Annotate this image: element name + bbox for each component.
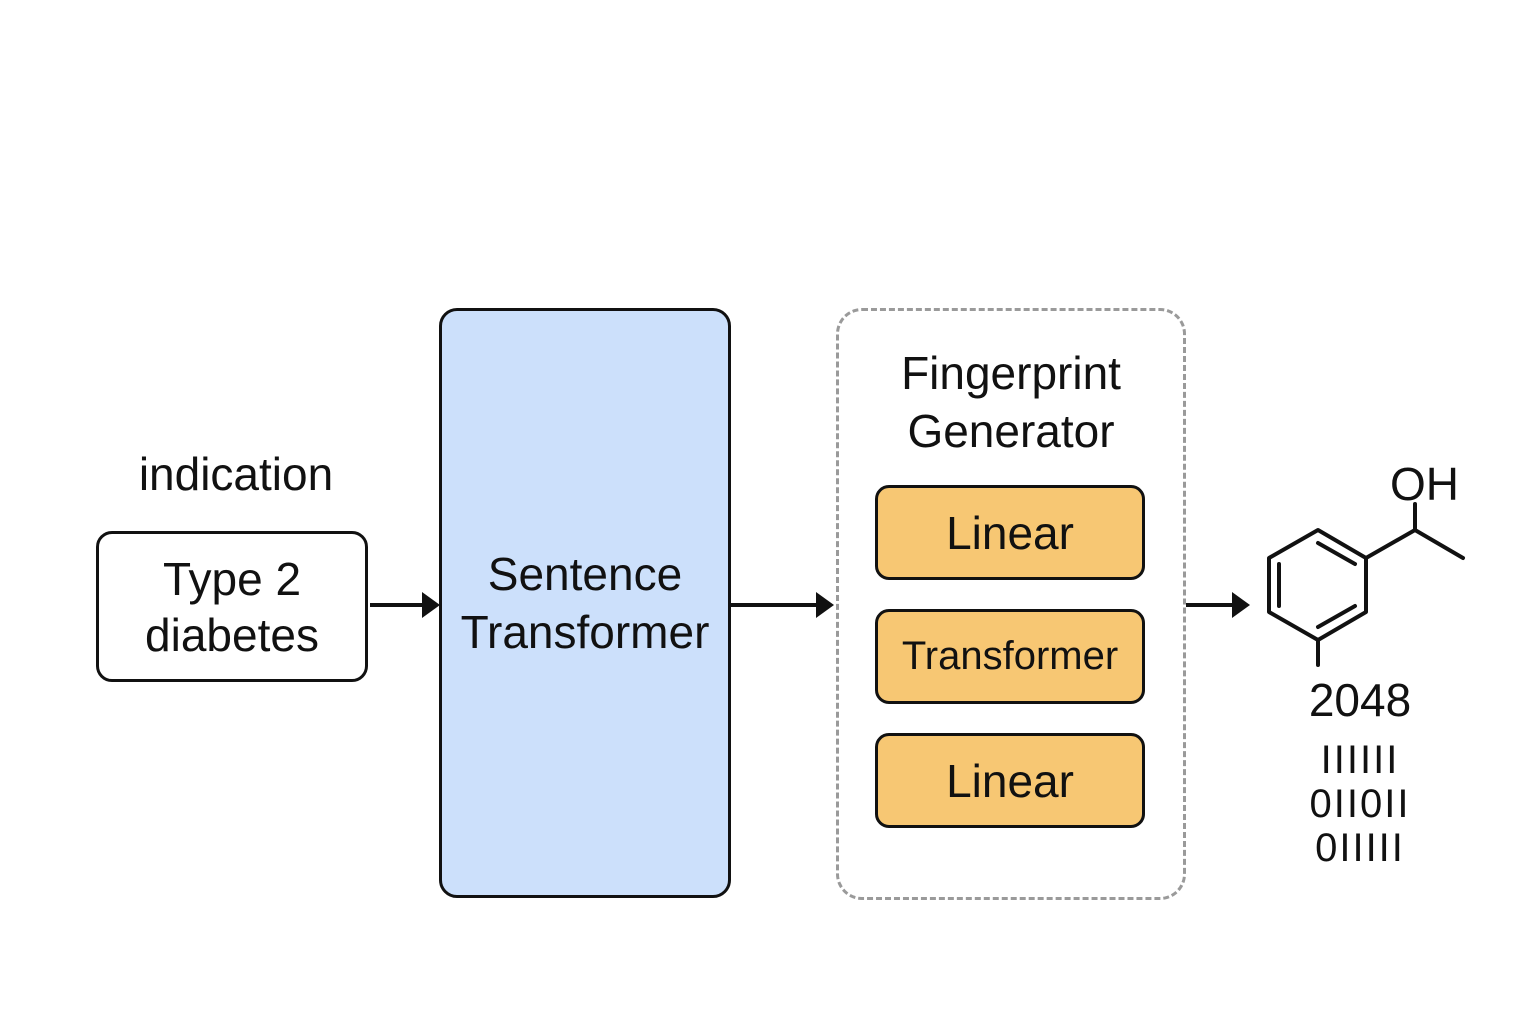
input-value-line1: Type 2 bbox=[162, 552, 302, 605]
fingerprint-bits-row-3: 0IIIII bbox=[1315, 826, 1405, 870]
fingerprint-dimension: 2048 bbox=[1308, 674, 1412, 726]
linear-layer-bottom: Linear bbox=[875, 733, 1145, 828]
fingerprint-bits-row-2: 0II0II bbox=[1309, 782, 1411, 826]
fingerprint-bits-row-1: IIIIII bbox=[1320, 738, 1400, 782]
sentence-transformer-line2: Transformer bbox=[460, 606, 710, 658]
sentence-transformer-line1: Sentence bbox=[487, 548, 683, 600]
input-value-line2: diabetes bbox=[145, 608, 319, 661]
linear-layer-top: Linear bbox=[875, 485, 1145, 580]
fingerprint-generator-title-line2: Generator bbox=[907, 405, 1115, 457]
indication-label: indication bbox=[138, 448, 334, 500]
layer-label: Linear bbox=[946, 754, 1074, 807]
arrow-generator-to-output bbox=[1186, 592, 1250, 618]
molecule-structure-icon bbox=[1267, 502, 1465, 667]
input-box: Type 2 diabetes bbox=[96, 531, 368, 682]
fingerprint-generator-container bbox=[836, 308, 1186, 900]
layer-label: Transformer bbox=[901, 634, 1119, 678]
sentence-transformer-box: Sentence Transformer bbox=[439, 308, 731, 898]
fingerprint-generator-title-line1: Fingerprint bbox=[901, 347, 1121, 399]
layer-label: Linear bbox=[946, 506, 1074, 559]
arrow-input-to-encoder bbox=[370, 592, 440, 618]
hydroxyl-label: OH bbox=[1390, 458, 1459, 510]
fingerprint-generator-title: Fingerprint Generator bbox=[836, 344, 1186, 460]
transformer-layer: Transformer bbox=[875, 609, 1145, 704]
arrow-encoder-to-generator bbox=[731, 592, 834, 618]
